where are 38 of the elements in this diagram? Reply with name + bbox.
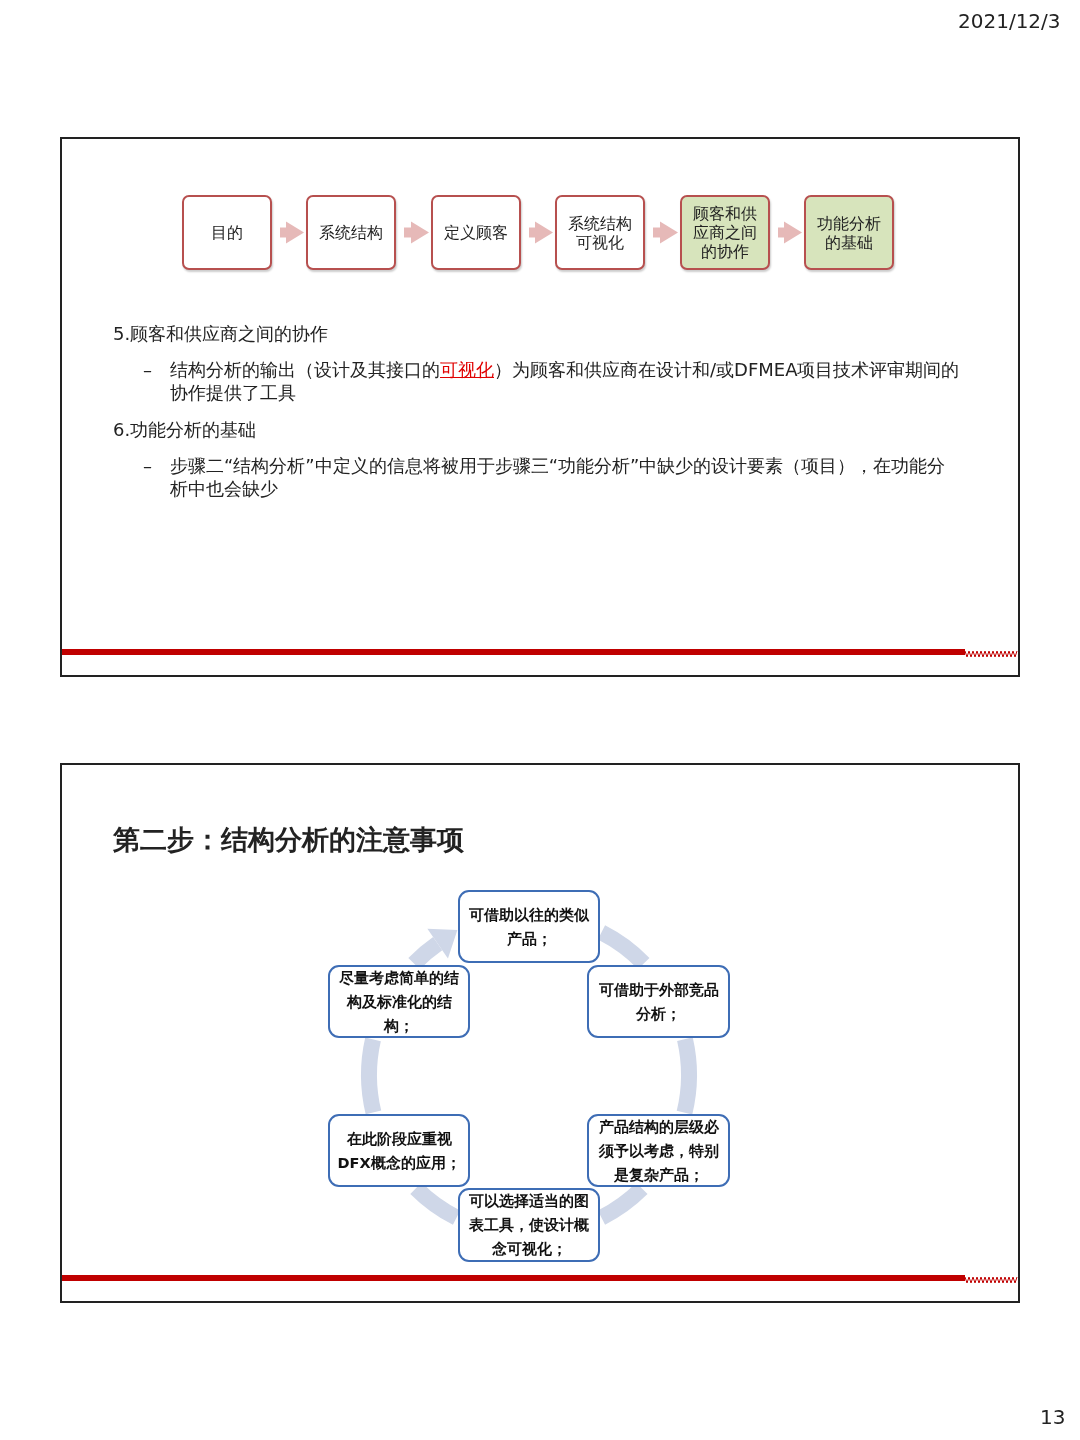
arrow <box>280 221 304 244</box>
date-text: 2021/12/3 <box>958 10 1061 33</box>
note-box <box>328 965 470 1038</box>
step-box <box>431 195 521 270</box>
arrow <box>653 221 678 244</box>
section-heading: 5.顾客和供应商之间的协作 <box>113 322 329 345</box>
step-label: 顾客和供应商之间的协作 <box>692 204 758 261</box>
note-text: 可借助以往的类似产品； <box>468 905 590 949</box>
note-text: 在此阶段应重视DFX概念的应用； <box>336 1129 462 1173</box>
note-box <box>328 1114 470 1187</box>
arrow <box>404 221 429 244</box>
link: 可视化 <box>440 359 494 380</box>
step-box <box>555 195 645 270</box>
step-label: 功能分析的基础 <box>816 213 882 252</box>
step-box <box>680 195 770 270</box>
step-label: 目的 <box>211 223 243 242</box>
note-text: 尽量考虑简单的结构及标准化的结构； <box>338 968 460 1036</box>
page-number: 13 <box>1040 1406 1066 1429</box>
note-box <box>587 1114 730 1187</box>
step-label: 系统结构可视化 <box>567 213 633 252</box>
bullet-text: 结构分析的输出（设计及其接口的可视化）为顾客和供应商在设计和/或DFMEA项目技术评审期间的协作提供了工具 <box>170 358 960 404</box>
note-text: 可以选择适当的图表工具，使设计概念可视化； <box>468 1192 590 1259</box>
bullet-dash: – <box>143 454 152 477</box>
step-box <box>804 195 894 270</box>
bullet-text: 步骤二“结构分析”中定义的信息将被用于步骤三“功能分析”中缺少的设计要素（项目），在功能分析中也会缺少 <box>170 454 947 500</box>
step-box <box>182 195 272 270</box>
note-box <box>458 890 600 963</box>
arrow <box>529 221 553 244</box>
note-text: 可借助于外部竞品分析； <box>597 980 720 1024</box>
step-label: 系统结构 <box>319 223 383 242</box>
note-box <box>458 1188 600 1262</box>
section-heading: 6.功能分析的基础 <box>113 418 257 441</box>
note-text: 产品结构的层级必须予以考虑，特别是复杂产品； <box>597 1117 720 1185</box>
step-box <box>306 195 396 270</box>
arrow <box>778 221 802 244</box>
step-label: 定义顾客 <box>444 223 508 242</box>
note-box <box>587 965 730 1038</box>
bullet-dash: – <box>143 358 152 381</box>
